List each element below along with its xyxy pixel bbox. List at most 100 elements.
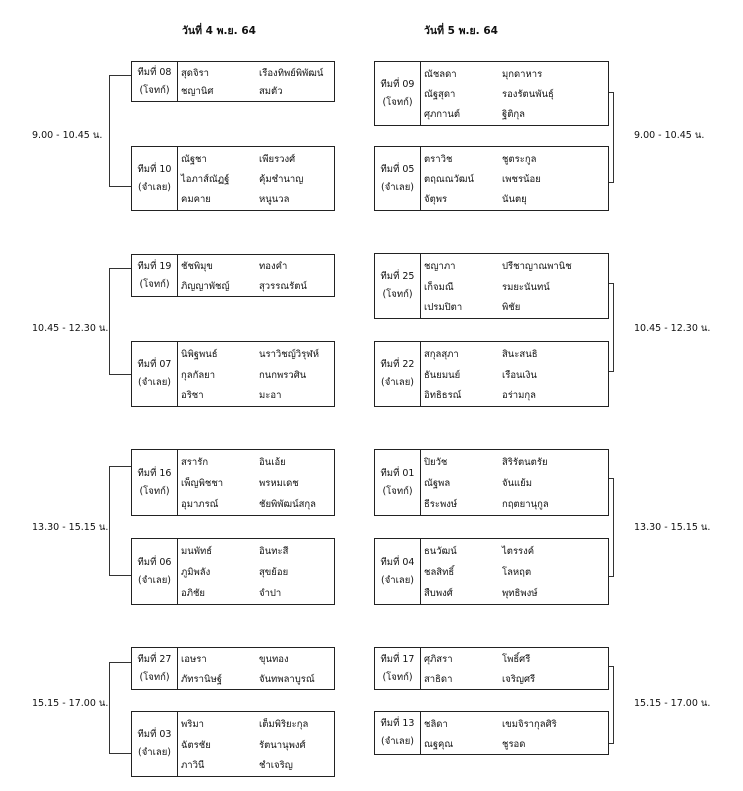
member-last-name: โลหฤต <box>502 567 532 578</box>
member-last-name: เขมจิรากุลศิริ <box>502 718 557 730</box>
team-number: ทีมที่ 01 <box>380 467 415 479</box>
member-last-name: อินเอ้ย <box>259 457 286 468</box>
member-first-name: คมคาย <box>181 194 211 206</box>
team-number: ทีมที่ 03 <box>137 729 172 740</box>
member-last-name: เพชรน้อย <box>502 173 541 185</box>
member-first-name: ชัชพิมุข <box>181 261 213 273</box>
team-box: ทีมที่ 16(โจทก์) สรารักอินเอ้ย เพ็ญพิชชา… <box>131 449 335 516</box>
member-first-name: ชญาภา <box>424 260 456 272</box>
team-box: ทีมที่ 05(จำเลย) ตราวิชชูตระกูล ตฤณณวัฒน… <box>374 146 609 211</box>
member-first-name: ชลสิทธิ์ <box>424 567 455 578</box>
member-row: ภูมิพลังสุขย้อย <box>181 562 334 583</box>
team-number: ทีมที่ 04 <box>380 556 415 568</box>
member-row: กุลกัลยากนกพรวศิน <box>181 365 334 386</box>
team-role: (โจทก์) <box>382 671 413 683</box>
member-first-name: ภัทรานิษฐ์ <box>181 673 222 685</box>
member-last-name: อร่ามกุล <box>502 390 536 402</box>
team-number: ทีมที่ 10 <box>137 163 172 175</box>
member-row: ปิยวัชสิริรัตนตรัย <box>424 452 608 473</box>
member-last-name: ปรีชาญาณพานิช <box>502 260 572 272</box>
member-last-name: เรืองทิพย์พิพัฒน์ <box>259 67 324 79</box>
member-row: นิพิฐพนธ์นราวิชญ์วิรุฬห์ <box>181 344 334 365</box>
member-row: อภิชัยจำปา <box>181 583 334 604</box>
bracket-connector <box>109 466 131 576</box>
member-row: มนพัทธ์อินทะสี <box>181 541 334 562</box>
member-row: ตราวิชชูตระกูล <box>424 149 608 169</box>
team-number: ทีมที่ 07 <box>137 359 172 370</box>
time-slot-label: 15.15 - 17.00 น. <box>634 698 711 709</box>
member-last-name: จันทพลาบูรณ์ <box>259 673 315 685</box>
member-first-name: ณัฐพล <box>424 478 451 489</box>
member-last-name: สินะสนธิ <box>502 348 538 360</box>
team-box: ทีมที่ 10(จำเลย) ณัฐชาเพียรวงศ์ ไอภาส์ณั… <box>131 146 335 211</box>
bracket-connector <box>109 662 131 754</box>
member-first-name: ณัฐชา <box>181 153 207 165</box>
member-last-name: รัตนานุพงศ์ <box>259 739 306 751</box>
team-box: ทีมที่ 27(โจทก์) เอษราขุนทอง ภัทรานิษฐ์จ… <box>131 647 335 690</box>
member-last-name: เต็มพิริยะกุล <box>259 718 309 730</box>
member-last-name: เจริญศรี <box>502 673 536 685</box>
member-last-name: หนูนวล <box>259 194 290 206</box>
member-first-name: ชลิดา <box>424 718 448 730</box>
member-last-name: จันแย้ม <box>502 478 533 489</box>
member-row: ธนวัฒน์ ไตรรงค์ <box>424 541 608 562</box>
member-last-name: สุวรรณรัตน์ <box>259 280 307 292</box>
team-box: ทีมที่ 01(โจทก์) ปิยวัชสิริรัตนตรัย ณัฐพ… <box>374 449 609 516</box>
member-row: อริชามะอา <box>181 385 334 406</box>
member-first-name: เอษรา <box>181 654 207 666</box>
member-first-name: สืบพงศ์ <box>424 588 453 599</box>
member-row: ฉัตรชัยรัตนานุพงศ์ <box>181 735 334 756</box>
member-first-name: ธนวัฒน์ <box>424 546 457 557</box>
member-row: ธันยมนย์เรือนเงิน <box>424 365 608 386</box>
member-row: ไอภาส์ณัฏฐ์คุ้มชำนาญ <box>181 169 334 189</box>
member-first-name: พริมา <box>181 718 204 730</box>
member-last-name: โพธิ์ศรี <box>502 654 531 666</box>
member-last-name: พุทธิพงษ์ <box>502 588 538 599</box>
member-row: ภาวินีชำเจริญ <box>181 755 334 776</box>
day-title-left: วันที่ 4 พ.ย. 64 <box>182 25 256 37</box>
team-number: ทีมที่ 08 <box>137 66 172 78</box>
team-role: (จำเลย) <box>138 181 171 193</box>
team-box: ทีมที่ 06(จำเลย) มนพัทธ์อินทะสี ภูมิพลัง… <box>131 538 335 605</box>
member-first-name: สรารัก <box>181 457 209 468</box>
member-last-name: พรหมเดช <box>259 478 299 489</box>
member-last-name: ชูตระกูล <box>502 153 537 165</box>
member-first-name: อุมาภรณ์ <box>181 499 219 510</box>
member-row: เปรมปิตาพิชัย <box>424 297 608 318</box>
member-last-name: มุกดาหาร <box>502 68 543 80</box>
member-last-name: นันตยุ <box>502 194 527 206</box>
member-row: อิทธิธรณ์ อร่ามกุล <box>424 385 608 406</box>
member-row: ศุภิสราโพธิ์ศรี <box>424 650 608 670</box>
member-first-name: เก็จมณี <box>424 281 454 293</box>
team-number: ทีมที่ 13 <box>380 718 415 729</box>
member-last-name: มะอา <box>259 390 282 402</box>
member-row: อุมาภรณ์ชัยพิพัฒน์สกุล <box>181 494 334 515</box>
member-row: จัตุพร นันตยุ <box>424 190 608 210</box>
team-role: (จำเลย) <box>381 736 414 747</box>
member-first-name: ภิญญาพัชญ์ <box>181 280 230 292</box>
member-last-name: รองรัตนพันธุ์ <box>502 88 554 100</box>
team-number: ทีมที่ 22 <box>380 359 415 370</box>
member-last-name: ไตรรงค์ <box>502 546 535 557</box>
member-row: สืบพงศ์ พุทธิพงษ์ <box>424 583 608 604</box>
member-row: คมคาย หนูนวล <box>181 190 334 210</box>
member-first-name: สาธิดา <box>424 673 453 685</box>
team-role: (โจทก์) <box>139 84 170 96</box>
member-first-name: อิทธิธรณ์ <box>424 390 462 402</box>
member-last-name: สิริรัตนตรัย <box>502 457 548 468</box>
member-row: ศุภกานต์ฐิติกุล <box>424 105 608 125</box>
bracket-connector <box>109 268 131 375</box>
member-row: ตฤณณวัฒน์เพชรน้อย <box>424 169 608 189</box>
member-last-name: พิชัย <box>502 302 521 314</box>
team-role: (โจทก์) <box>139 485 170 497</box>
member-row: เพ็ญพิชชาพรหมเดช <box>181 473 334 494</box>
team-role: (จำเลย) <box>381 377 414 388</box>
member-row: สรารัก อินเอ้ย <box>181 452 334 473</box>
member-first-name: จัตุพร <box>424 194 448 206</box>
team-box: ทีมที่ 19(โจทก์) ชัชพิมุขทองคำ ภิญญาพัชญ… <box>131 254 335 297</box>
team-number: ทีมที่ 05 <box>380 163 415 175</box>
member-first-name: ภูมิพลัง <box>181 567 211 578</box>
team-number: ทีมที่ 17 <box>380 653 415 665</box>
member-row: ชญานิศสมตัว <box>181 83 334 102</box>
member-first-name: ภาวินี <box>181 760 205 772</box>
